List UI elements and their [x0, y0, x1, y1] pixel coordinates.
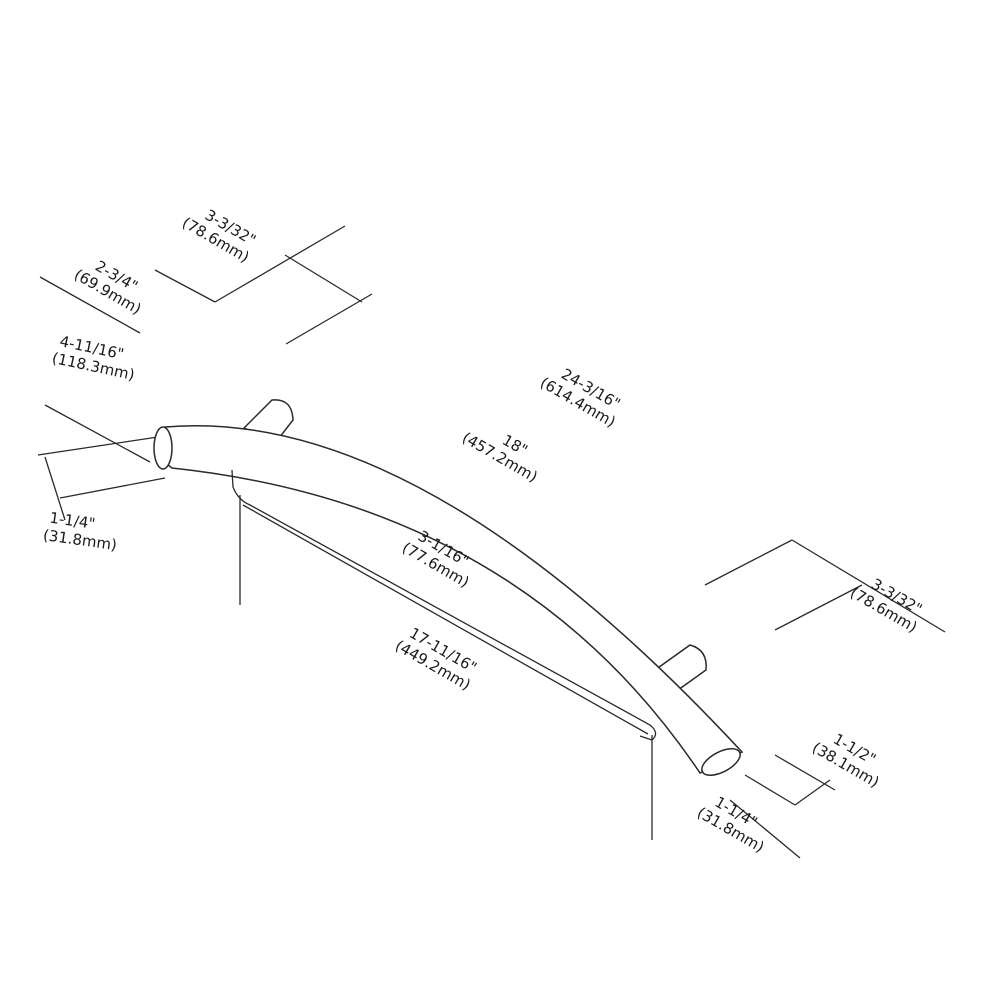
svg-text:(457.2mm): (457.2mm): [459, 428, 541, 486]
svg-text:(31.8mm): (31.8mm): [42, 526, 118, 554]
label-left-diameter: 1-1/4" (31.8mm): [42, 509, 118, 554]
inner-rod: [231, 469, 657, 741]
label-flange-diameter: 1-1/2" (38.1mm): [809, 730, 882, 791]
label-top-depth: 3-3/32" (78.6mm): [179, 206, 259, 266]
right-end-cap: [701, 748, 741, 776]
left-end-cap: [153, 426, 173, 470]
label-flange-depth: 2-3/4" (69.9mm): [71, 257, 144, 318]
label-end-projection: 4-11/16" (118.3mm): [50, 332, 136, 384]
label-chord-length: 17-11/16" (449.2mm): [392, 624, 480, 694]
label-right-depth: 3-3/32" (78.6mm): [847, 575, 925, 636]
label-center-length: 18" (457.2mm): [459, 428, 541, 486]
dimension-lines: [37, 225, 946, 859]
grab-bar: [153, 425, 744, 776]
label-right-diameter: 1-1/4" (31.8mm): [694, 793, 767, 856]
label-overall-length: 24-3/16" (614.4mm): [537, 365, 623, 431]
